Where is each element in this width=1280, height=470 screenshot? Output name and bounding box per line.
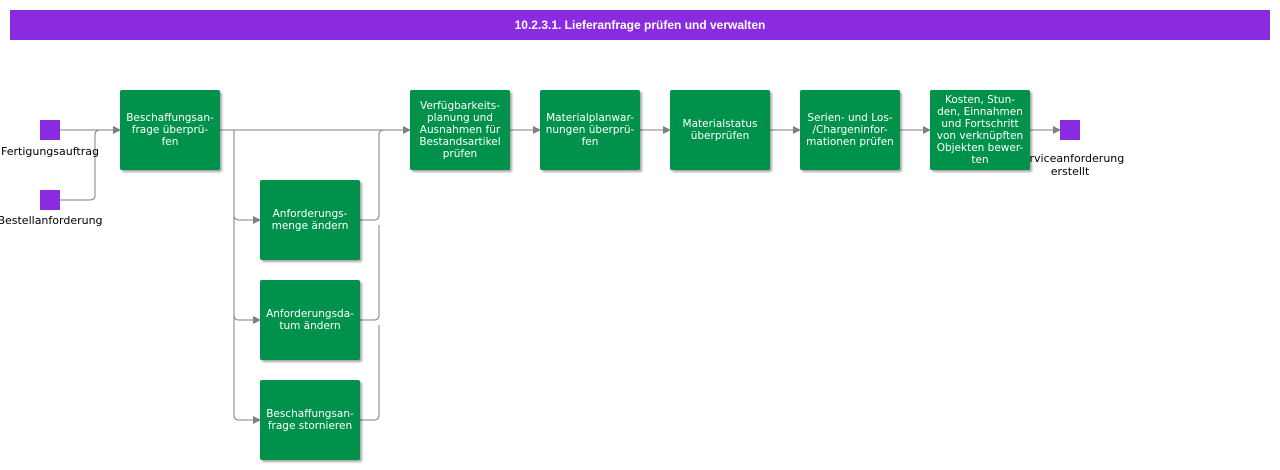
task-anforderungsmenge-aendern[interactable]: Anforderungs- menge ändern [260,180,360,260]
task-verfuegbarkeitsplanung-pruefen[interactable]: Verfügbarkeits- planung und Ausnahmen fü… [410,90,510,170]
task-anforderungsdatum-aendern[interactable]: Anforderungsda- tum ändern [260,280,360,360]
task-kosten-fortschritt-bewerten[interactable]: Kosten, Stun- den, Einnahmen und Fortsch… [930,90,1030,170]
task-beschaffungsanfrage-stornieren[interactable]: Beschaffungsan- frage stornieren [260,380,360,460]
start-event-label: Fertigungsauftrag [1,145,99,158]
start-event-label: Bestellanforderung [0,214,103,227]
edge-b3-t2 [360,325,380,421]
start-event-fertigungsauftrag[interactable] [40,120,60,140]
edge-start2-t1 [60,126,121,201]
edge-t1-b3 [233,315,261,424]
edge-t1-b2 [233,215,261,324]
edge-t1-b1 [233,130,261,224]
end-event-label: Serviceanforderung erstellt [1015,152,1125,178]
task-materialplanwarnungen-pruefen[interactable]: Materialplanwar- nungen überprü- fen [540,90,640,170]
task-beschaffungsanfrage-pruefen[interactable]: Beschaffungsan- frage überprü- fen [120,90,220,170]
edge-b2-t2 [360,225,380,321]
start-event-bestellanforderung[interactable] [40,190,60,210]
diagram-title: 10.2.3.1. Lieferanfrage prüfen und verwa… [10,10,1270,40]
task-materialstatus-pruefen[interactable]: Materialstatus überprüfen [670,90,770,170]
task-serien-chargeninformationen-pruefen[interactable]: Serien- und Los- /Chargeninfor- mationen… [800,90,900,170]
edge-b1-t2 [360,129,385,221]
end-event-serviceanforderung[interactable] [1060,120,1080,140]
